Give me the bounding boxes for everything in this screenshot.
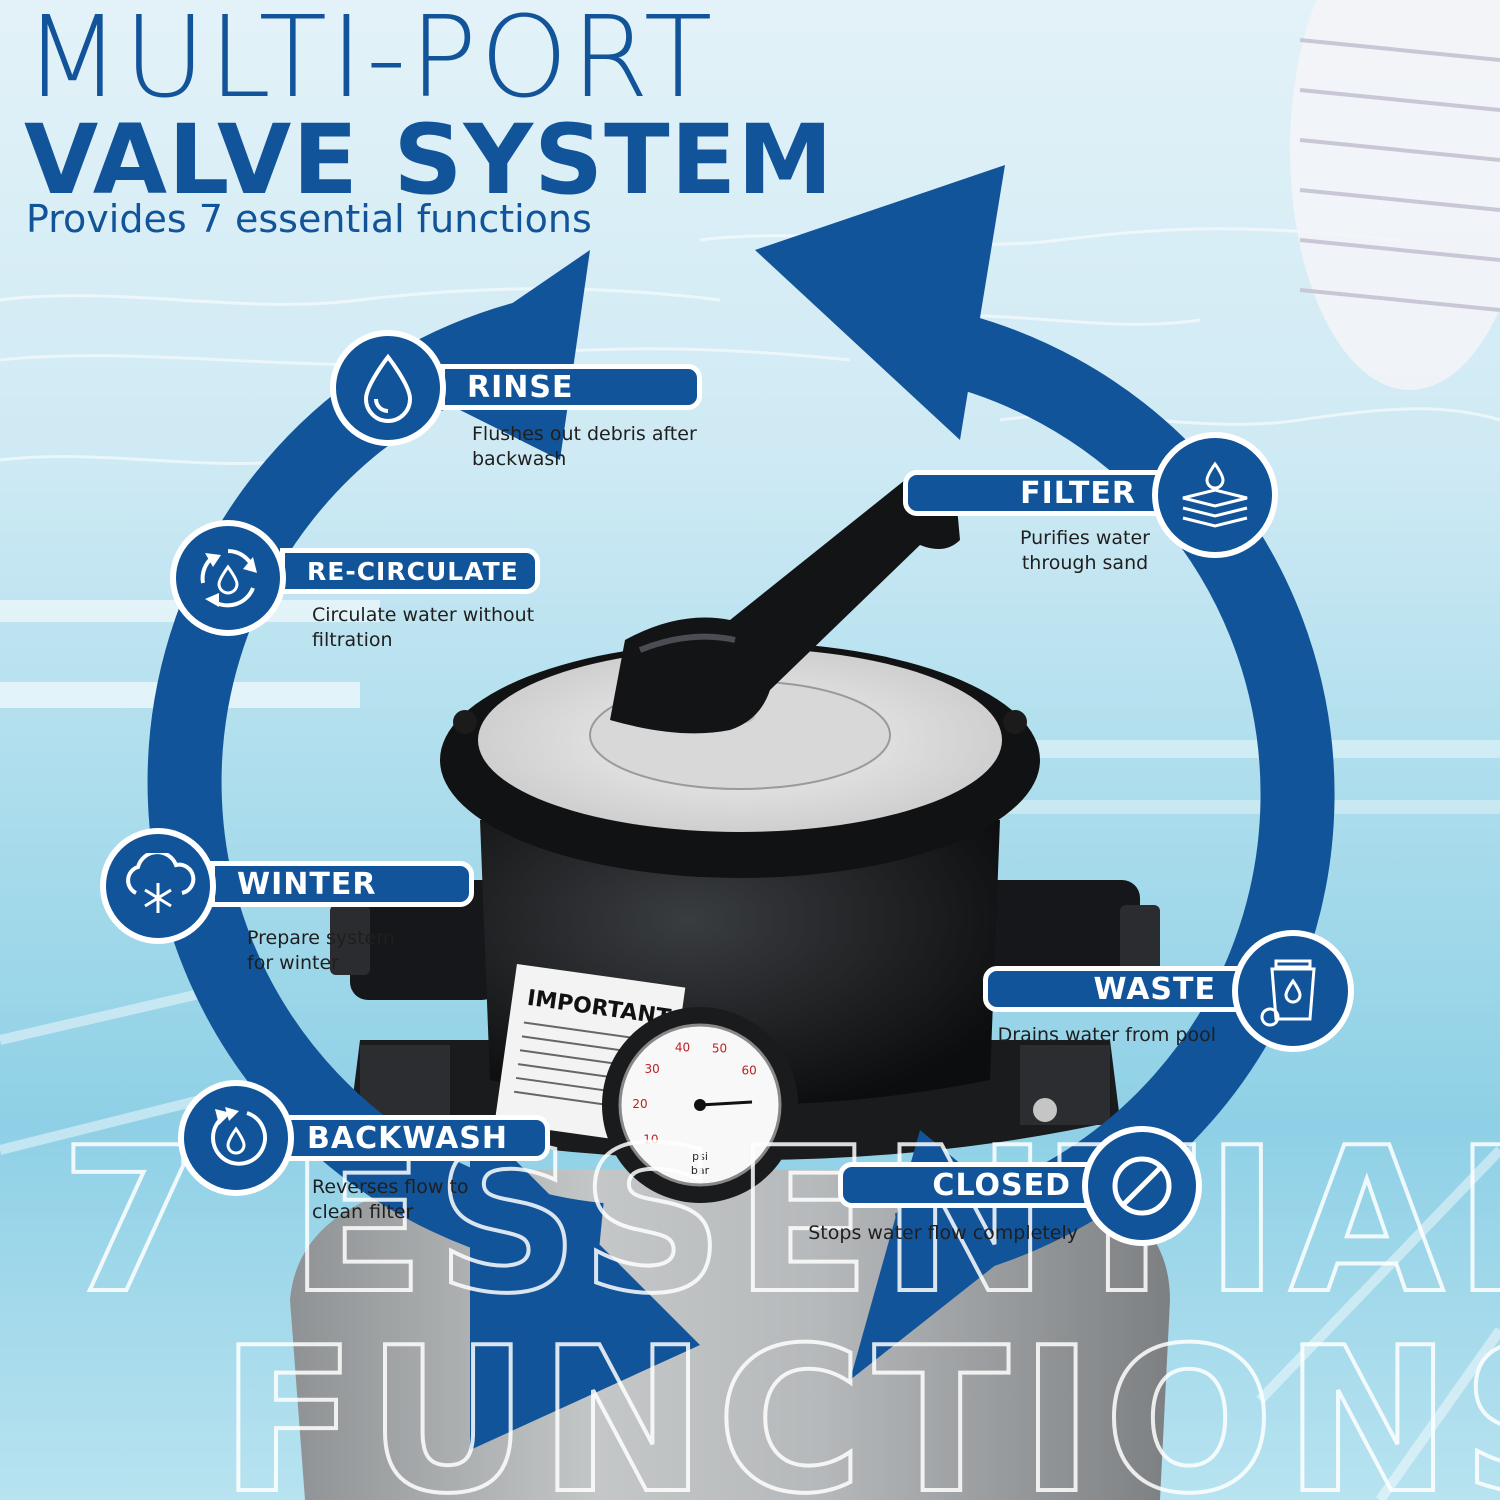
function-filter-bar: FILTER	[903, 470, 1165, 516]
function-filter-desc-line-1: Purifies water	[1020, 527, 1150, 549]
cycle-arrow-right-head	[755, 165, 1005, 440]
backwash-icon	[178, 1080, 294, 1196]
gauge-tick-label: 50	[712, 1041, 727, 1055]
page-subtitle: Provides 7 essential functions	[26, 197, 592, 241]
gauge-unit-bar: bar	[691, 1164, 710, 1177]
function-winter-desc-line-2: for winter	[247, 952, 339, 974]
side-port-left	[350, 880, 500, 1000]
gauge-tick-label: 60	[741, 1064, 756, 1078]
gauge-needle	[699, 1100, 753, 1107]
function-closed-label: CLOSED	[932, 1167, 1071, 1203]
function-winter-desc-line-1: Prepare system	[247, 927, 395, 949]
recirculate-icon	[170, 520, 286, 636]
page-title-line-2: VALVE SYSTEM	[24, 104, 834, 216]
handle-highlight	[638, 633, 736, 653]
function-filter-label: FILTER	[1020, 475, 1136, 511]
function-waste-description: Drains water from pool	[940, 1023, 1216, 1048]
function-recirculate-bar: RE-CIRCULATE	[280, 548, 540, 594]
water-drop-icon	[330, 330, 446, 446]
water-ripples	[0, 227, 1500, 465]
pool-basket-decoration	[1290, 0, 1500, 390]
valve-handle	[610, 471, 960, 734]
function-winter-description: Prepare system for winter	[247, 926, 395, 976]
function-winter-bar: WINTER	[210, 861, 474, 907]
function-waste-bar: WASTE	[983, 966, 1245, 1012]
gauge-unit-psi: psi	[692, 1150, 708, 1163]
function-closed-desc-line-1: Stops water flow completely	[808, 1222, 1078, 1244]
function-rinse-desc-line-2: backwash	[472, 448, 567, 470]
gauge-tick-label: 10	[643, 1132, 658, 1146]
gauge-tick-label: 40	[675, 1041, 690, 1055]
function-backwash-desc-line-2: clean filter	[312, 1201, 414, 1223]
function-waste-desc-line-1: Drains water from pool	[997, 1024, 1216, 1046]
function-winter-label: WINTER	[237, 866, 377, 902]
function-recirculate-description: Circulate water without filtration	[312, 603, 534, 653]
side-port-right-cap	[1120, 905, 1160, 975]
function-recirculate-desc-line-1: Circulate water without	[312, 604, 535, 626]
filter-layers-icon	[1152, 432, 1278, 558]
snow-cloud-icon	[100, 828, 216, 944]
function-backwash-label: BACKWASH	[307, 1120, 509, 1156]
screw	[1003, 710, 1027, 734]
watermark-line-2: FUNCTIONS	[220, 1305, 1500, 1500]
function-rinse-label: RINSE	[467, 369, 574, 405]
no-entry-icon	[1082, 1126, 1202, 1246]
gauge-tick-label: 20	[632, 1097, 647, 1111]
side-port-left-cap	[330, 905, 370, 975]
function-closed-bar: CLOSED	[838, 1162, 1100, 1208]
function-rinse-description: Flushes out debris after backwash	[472, 422, 697, 472]
waste-bin-icon	[1232, 930, 1354, 1052]
function-backwash-bar: BACKWASH	[280, 1115, 550, 1161]
function-closed-description: Stops water flow completely	[760, 1221, 1078, 1246]
pressure-gauge: 10 20 30 40 50 60 psi bar	[602, 1007, 798, 1203]
function-backwash-description: Reverses flow to clean filter	[312, 1175, 469, 1225]
function-recirculate-label: RE-CIRCULATE	[307, 556, 519, 586]
function-filter-desc-line-2: through sand	[1021, 552, 1149, 574]
bolt	[1033, 1098, 1057, 1122]
function-rinse-bar: RINSE	[440, 364, 702, 410]
page-title-line-1: MULTI-PORT	[24, 0, 716, 123]
function-waste-label: WASTE	[1093, 971, 1216, 1007]
screw	[453, 710, 477, 734]
function-backwash-desc-line-1: Reverses flow to	[312, 1176, 469, 1198]
function-filter-description: Purifies water through sand	[1000, 526, 1170, 576]
function-recirculate-desc-line-2: filtration	[312, 629, 393, 651]
function-rinse-desc-line-1: Flushes out debris after	[472, 423, 697, 445]
gauge-tick-label: 30	[644, 1062, 659, 1076]
cycle-arrow-left-head	[470, 1115, 700, 1450]
gauge-hub	[694, 1099, 706, 1111]
